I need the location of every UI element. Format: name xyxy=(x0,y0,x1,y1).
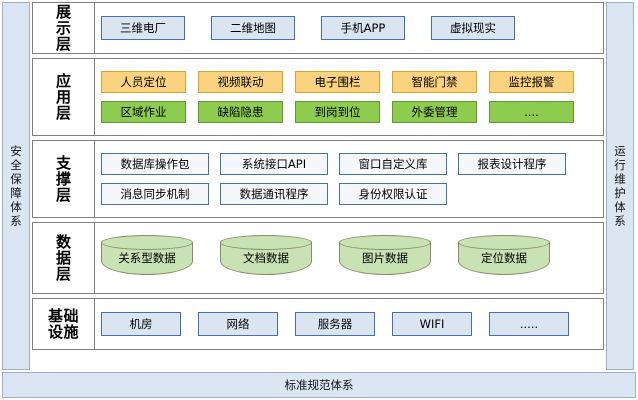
layer-label-text: 基础设施 xyxy=(47,306,79,341)
layer-body-infrastructure: 机房网络服务器 WIFI..... xyxy=(95,299,603,349)
node-application[interactable]: 外委管理 xyxy=(392,101,477,123)
cylinder-label: 图片数据 xyxy=(362,251,408,265)
node-application[interactable]: 电子围栏 xyxy=(295,71,380,93)
layer-body-application: 人员定位视频联动电子围栏智能门禁监控报警区域作业缺陷隐患到岗到位外委管理.... xyxy=(95,59,603,135)
cylinder-top-ellipse xyxy=(339,235,431,250)
layer-label-support: 支撑层 xyxy=(33,141,95,217)
layer-data: 数据层 关系型数据 文档数据 图片数据 定位数据 xyxy=(32,222,604,294)
node-application[interactable]: 智能门禁 xyxy=(392,71,477,93)
layer-label-text: 数据层 xyxy=(56,232,72,284)
left-rail-security-system: 安全保障体系 xyxy=(2,2,30,370)
layer-body-presentation: 三维电厂 二维地图 手机APP 虚拟现实 xyxy=(95,3,603,53)
node-presentation[interactable]: 手机APP xyxy=(321,16,405,40)
node-support[interactable]: 窗口自定义库 xyxy=(339,153,447,175)
node-support[interactable]: 身份权限认证 xyxy=(339,183,447,205)
cylinder-top-ellipse xyxy=(220,235,312,250)
node-application[interactable]: 监控报警 xyxy=(489,71,574,93)
right-rail-label: 运行维护体系 xyxy=(614,143,626,229)
bottom-band-label: 标准规范体系 xyxy=(284,378,354,392)
data-cylinder[interactable]: 关系型数据 xyxy=(101,235,193,281)
layer-infrastructure: 基础设施机房网络服务器 WIFI..... xyxy=(32,298,604,350)
layer-label-text: 展示层 xyxy=(56,2,72,54)
node-support[interactable]: 报表设计程序 xyxy=(458,153,566,175)
layer-body-data: 关系型数据 文档数据 图片数据 定位数据 xyxy=(95,223,603,293)
node-row: 人员定位视频联动电子围栏智能门禁监控报警 xyxy=(101,71,597,93)
data-cylinder[interactable]: 图片数据 xyxy=(339,235,431,281)
node-application[interactable]: 人员定位 xyxy=(101,71,186,93)
layer-support: 支撑层 数据库操作包系统接口API 窗口自定义库报表设计程序消息同步机制数据通讯程序… xyxy=(32,140,604,218)
node-presentation[interactable]: 虚拟现实 xyxy=(431,16,515,40)
node-infrastructure[interactable]: 网络 xyxy=(198,312,278,336)
node-application[interactable]: 到岗到位 xyxy=(295,101,380,123)
node-row: 三维电厂 二维地图 手机APP 虚拟现实 xyxy=(101,16,597,40)
node-application[interactable]: 缺陷隐患 xyxy=(198,101,283,123)
node-infrastructure[interactable]: 机房 xyxy=(101,312,181,336)
node-application[interactable]: 视频联动 xyxy=(198,71,283,93)
node-presentation[interactable]: 三维电厂 xyxy=(101,16,185,40)
right-rail-operation-maintenance-system: 运行维护体系 xyxy=(606,2,634,370)
layer-label-text: 支撑层 xyxy=(56,153,72,205)
node-row: 关系型数据 文档数据 图片数据 定位数据 xyxy=(101,235,597,281)
node-row: 消息同步机制数据通讯程序身份权限认证 xyxy=(101,183,597,205)
cylinder-top-ellipse xyxy=(101,235,193,250)
node-infrastructure[interactable]: ..... xyxy=(489,312,569,336)
cylinder-top-ellipse xyxy=(458,235,550,250)
cylinder-label: 关系型数据 xyxy=(118,251,176,265)
node-row: 区域作业缺陷隐患到岗到位外委管理.... xyxy=(101,101,597,123)
cylinder-label: 文档数据 xyxy=(243,251,289,265)
node-row: 数据库操作包系统接口API 窗口自定义库报表设计程序 xyxy=(101,153,597,175)
bottom-band-standards-system: 标准规范体系 xyxy=(2,372,636,398)
data-cylinder[interactable]: 定位数据 xyxy=(458,235,550,281)
layer-stack: 展示层 三维电厂 二维地图 手机APP 虚拟现实应用层 人员定位视频联动电子围栏智能门禁监… xyxy=(32,2,604,370)
layer-label-text: 应用层 xyxy=(56,71,72,123)
layer-label-infrastructure: 基础设施 xyxy=(33,299,95,349)
cylinder-label: 定位数据 xyxy=(481,251,527,265)
data-cylinder[interactable]: 文档数据 xyxy=(220,235,312,281)
layer-label-application: 应用层 xyxy=(33,59,95,135)
layer-presentation: 展示层 三维电厂 二维地图 手机APP 虚拟现实 xyxy=(32,2,604,54)
node-support[interactable]: 消息同步机制 xyxy=(101,183,209,205)
left-rail-label: 安全保障体系 xyxy=(10,143,22,229)
node-application[interactable]: .... xyxy=(489,101,574,123)
layer-label-data: 数据层 xyxy=(33,223,95,293)
layer-body-support: 数据库操作包系统接口API 窗口自定义库报表设计程序消息同步机制数据通讯程序身份权… xyxy=(95,141,603,217)
layer-label-presentation: 展示层 xyxy=(33,3,95,53)
node-application[interactable]: 区域作业 xyxy=(101,101,186,123)
node-support[interactable]: 数据通讯程序 xyxy=(220,183,328,205)
node-support[interactable]: 数据库操作包 xyxy=(101,153,209,175)
node-infrastructure[interactable]: WIFI xyxy=(392,312,472,336)
node-support[interactable]: 系统接口API xyxy=(220,153,328,175)
node-row: 机房网络服务器 WIFI..... xyxy=(101,312,597,336)
node-presentation[interactable]: 二维地图 xyxy=(211,16,295,40)
node-infrastructure[interactable]: 服务器 xyxy=(295,312,375,336)
layer-application: 应用层人员定位视频联动电子围栏智能门禁监控报警区域作业缺陷隐患到岗到位外委管理.… xyxy=(32,58,604,136)
